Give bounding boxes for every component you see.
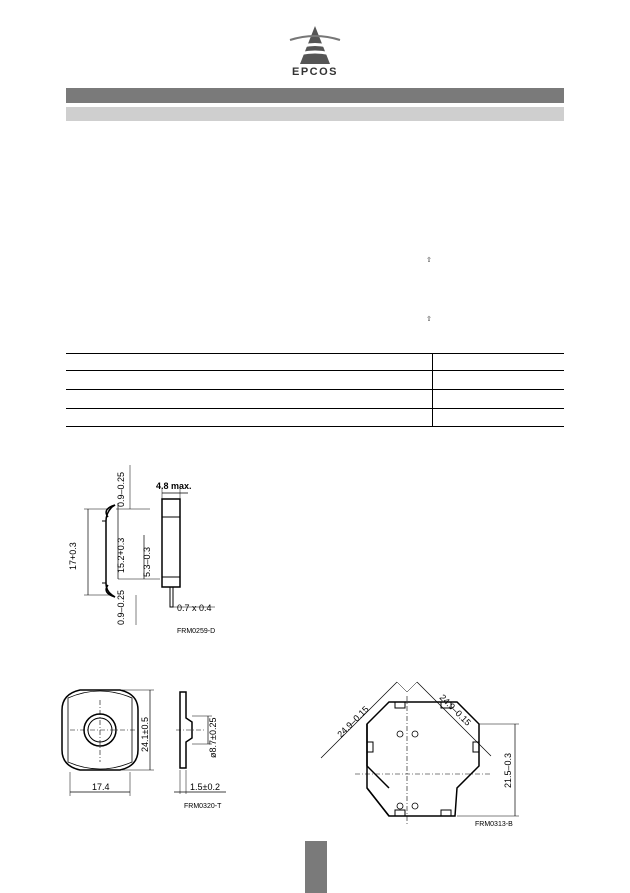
- washer-dim-height: 24.1±0.5: [140, 717, 150, 752]
- table-rule: [66, 370, 564, 371]
- header-bar: [66, 88, 564, 103]
- logo-text: EPCOS: [291, 66, 338, 78]
- washer-drawing: 24.1±0.5 17.4 ø8.7±0.25 1.5±0.2 FRM0320-…: [61, 689, 226, 810]
- core-dim-height: 21.5–0.3: [503, 753, 513, 788]
- washer-dim-hole: ø8.7±0.25: [208, 718, 218, 758]
- washer-dim-width: 17.4: [92, 782, 110, 792]
- arrow-symbol-2: ⇧: [426, 315, 432, 323]
- washer-dim-thickness: 1.5±0.2: [190, 782, 220, 792]
- epcos-logo: EPCOS: [270, 24, 360, 84]
- washer-drawing-code: FRM0320-T: [184, 803, 222, 810]
- clip-dim-width: 4.8 max.: [156, 481, 192, 491]
- subheader-bar: [66, 107, 564, 121]
- table-rule-bottom: [66, 426, 564, 427]
- clip-dim-height: 17+0.3: [68, 542, 78, 570]
- washer-side-shape: [179, 691, 193, 769]
- washer-outline-shape: [61, 689, 139, 771]
- arrow-symbol-1: ⇧: [426, 256, 432, 264]
- table-rule: [66, 408, 564, 409]
- clip-drawing: 0.9–0.25 17+0.3 15.2+0.3 5.3–0.3 0.9–0.2…: [68, 465, 215, 635]
- clip-dim-bottom: 0.9–0.25: [116, 590, 126, 625]
- clip-profile-shape: [105, 504, 116, 598]
- clip-drawing-code: FRM0259-D: [177, 628, 215, 635]
- core-dim-right: 24.9–0.15: [438, 692, 473, 727]
- epcos-logo-icon: [288, 26, 342, 64]
- table-rule: [66, 389, 564, 390]
- core-dim-left: 24.9–0.15: [335, 704, 370, 739]
- core-drawing-code: FRM0313-B: [475, 821, 513, 828]
- page-tab: [305, 841, 327, 893]
- clip-dim-pin: 0.7 x 0.4: [177, 603, 212, 613]
- clip-dim-top: 0.9–0.25: [116, 472, 126, 507]
- table-column-divider: [432, 353, 433, 426]
- clip-front-shape: [161, 498, 181, 588]
- clip-dim-step: 5.3–0.3: [142, 547, 152, 577]
- core-drawing: 24.9–0.15 24.9–0.15 21.5–0.3 FRM0313-B: [320, 681, 519, 828]
- clip-dim-inner: 15.2+0.3: [116, 538, 126, 573]
- table-rule-top: [66, 353, 564, 354]
